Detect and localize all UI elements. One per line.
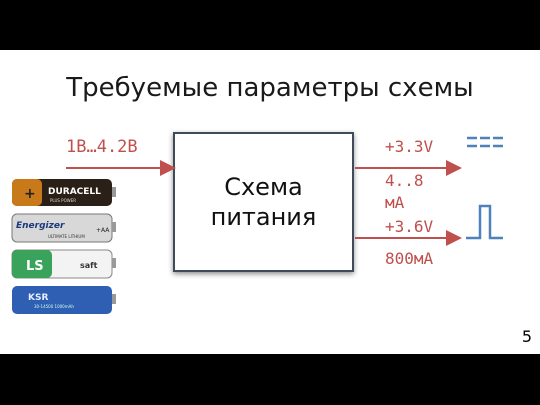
saft-battery-icon: LS saft bbox=[11, 249, 116, 279]
energizer-battery-icon: Energizer ULTIMATE LITHIUM +AA bbox=[11, 213, 116, 243]
dc-signal-icon bbox=[467, 136, 503, 148]
duracell-battery-icon: + DURACELL PLUS POWER bbox=[12, 179, 116, 206]
svg-text:DURACELL: DURACELL bbox=[48, 187, 101, 197]
batteries-image: + DURACELL PLUS POWER Energizer ULTIMATE… bbox=[11, 179, 116, 314]
output2-voltage-label: +3.6V bbox=[385, 217, 434, 236]
svg-text:PLUS POWER: PLUS POWER bbox=[50, 198, 76, 203]
connections-overlay bbox=[66, 136, 503, 246]
power-circuit-block: Схема питания bbox=[173, 132, 354, 272]
svg-text:ULTIMATE LITHIUM: ULTIMATE LITHIUM bbox=[48, 234, 85, 239]
svg-text:+: + bbox=[24, 186, 36, 202]
output1-voltage-label: +3.3V bbox=[385, 137, 434, 156]
pulse-signal-icon bbox=[466, 204, 503, 240]
svg-text:Energizer: Energizer bbox=[16, 221, 65, 231]
svg-text:LS: LS bbox=[26, 259, 44, 274]
svg-text:saft: saft bbox=[80, 261, 98, 270]
ksr-battery-icon: KSR 30-14500 1000mAh bbox=[12, 286, 116, 314]
input-voltage-label: 1В…4.2В bbox=[66, 137, 138, 157]
slide: Требуемые параметры схемы Схема питания … bbox=[0, 50, 540, 354]
output2-current-label: 800мА bbox=[385, 249, 434, 268]
output1-current-label: 4..8 мА bbox=[385, 171, 424, 212]
svg-text:30-14500 1000mAh: 30-14500 1000mAh bbox=[34, 304, 74, 309]
page-number: 5 bbox=[521, 327, 532, 346]
svg-text:+AA: +AA bbox=[96, 227, 110, 234]
block-label: Схема питания bbox=[210, 173, 317, 231]
svg-text:KSR: KSR bbox=[28, 293, 48, 303]
slide-title: Требуемые параметры схемы bbox=[66, 73, 474, 103]
